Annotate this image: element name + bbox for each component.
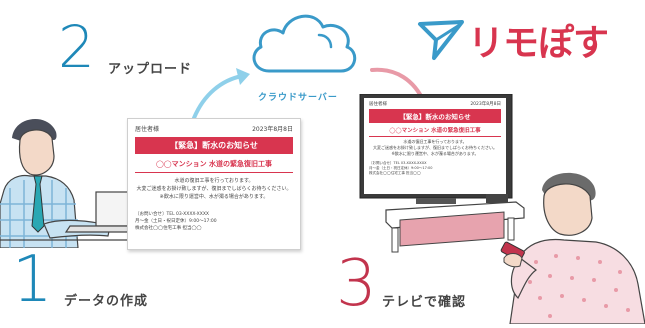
tv-screen: 居住者様 2023年8月8日 【緊急】断水のお知らせ ◯◯マンション 水道の緊急… — [364, 98, 506, 194]
tv-contact-line: 〔お問い合せ〕TEL 03-XXXX-XXXX — [369, 161, 427, 165]
tv-recipient: 居住者様 — [369, 102, 387, 107]
person-phone-illustration — [500, 166, 645, 325]
logo-text: リモぽす — [468, 23, 609, 64]
doc-date: 2023年8月8日 — [252, 126, 293, 133]
step-2-label: アップロード — [108, 62, 193, 77]
step-3-number: 3 — [336, 247, 377, 321]
doc-subtitle: ◯◯マンション 水道の緊急復旧工事 — [135, 159, 293, 173]
cloud-icon — [245, 5, 363, 83]
tv-body-line: 水道の復旧工事を行っております。 — [403, 139, 467, 144]
tv-date: 2023年8月8日 — [470, 102, 501, 107]
tv-subtitle: ◯◯マンション 水道の緊急復旧工事 — [369, 126, 501, 137]
doc-contact-line: 〔お問い合せ〕TEL 03-XXXX-XXXX — [135, 212, 209, 217]
step-2-number: 2 — [58, 13, 95, 81]
logo: リモぽす — [416, 14, 638, 66]
upload-arrow — [192, 68, 250, 120]
step-3-label: テレビで確認 — [382, 295, 467, 310]
tv-body-line: 大変ご迷惑をお掛け致しますが、復旧までしばらくお待ちください。 — [373, 145, 497, 150]
notice-document: 居住者様 2023年8月8日 【緊急】断水のお知らせ ◯◯マンション 水道の緊急… — [127, 118, 301, 250]
doc-title: 【緊急】断水のお知らせ — [135, 137, 293, 154]
paper-plane-icon — [418, 20, 464, 60]
doc-body-line: ※飲水に限り運営中、水が濁る場合があります。 — [159, 194, 269, 200]
step-1-label: データの作成 — [64, 294, 149, 309]
tv-body-line: ※飲水に限り運営中、水が濁る場合があります。 — [391, 151, 479, 156]
tv-title: 【緊急】断水のお知らせ — [369, 109, 501, 123]
tv-contact-line: 月〜金（土日・祝日定休）9:00〜17:00 — [369, 166, 433, 170]
tv-contact-line: 株式会社◯◯住宅工事 担当◯◯ — [369, 171, 421, 175]
doc-body-line: 水道の復旧工事を行っております。 — [174, 178, 254, 184]
doc-contact-line: 月〜金（土日・祝日定休）9:00〜17:00 — [135, 219, 217, 224]
doc-contact-line: 株式会社◯◯住宅工事 担当◯◯ — [135, 226, 202, 231]
doc-recipient: 居住者様 — [135, 126, 160, 133]
person-laptop-illustration — [0, 108, 141, 249]
cloud-label: クラウドサーバー — [258, 93, 338, 103]
step-1-number: 1 — [12, 243, 53, 317]
doc-body-line: 大変ご迷惑をお掛け致しますが、復旧までしばらくお待ちください。 — [136, 186, 292, 192]
